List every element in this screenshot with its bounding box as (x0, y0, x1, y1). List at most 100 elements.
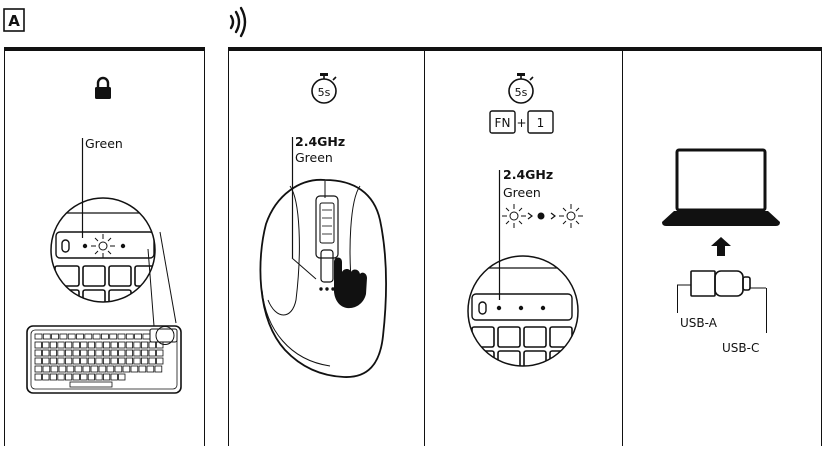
keyboard-key (95, 341, 103, 349)
panel3-timer-label: 5s (515, 86, 528, 99)
keyboard-key (101, 333, 109, 340)
section-label: A (8, 12, 20, 30)
panel2-led-pointer (291, 257, 317, 280)
keyboard-key (72, 373, 80, 381)
keyboard-key (34, 349, 42, 357)
keyboard-key (134, 333, 143, 340)
keyboard-key (87, 373, 95, 381)
keyboard-zoom-circle (50, 197, 156, 303)
pressing-finger-icon (334, 257, 367, 309)
keyboard-key (146, 365, 155, 373)
keyboard-key (130, 365, 139, 373)
keyboard-spacebar (69, 381, 113, 388)
keyboard-key (148, 349, 156, 357)
keyboard-key (103, 373, 111, 381)
keyboard-key (72, 341, 80, 349)
keyboard-key (125, 349, 133, 357)
keyboard-key (57, 341, 65, 349)
section-label-box: A (3, 8, 25, 32)
keyboard-key (72, 357, 80, 365)
mouse-illustration (259, 179, 387, 378)
keyboard-key (65, 373, 73, 381)
keyboard-key (74, 365, 83, 373)
keyboard-key (103, 357, 111, 365)
keyboard-key (154, 365, 163, 373)
keyboard-key (118, 349, 126, 357)
keyboard-key (72, 349, 80, 357)
keyboard-key (118, 357, 126, 365)
keyboard-key (95, 357, 103, 365)
panel3-led-title: 2.4GHz (503, 167, 553, 182)
keyboard-key (34, 365, 43, 373)
usb-a-label: USB-A (680, 316, 718, 330)
keyboard-key (49, 357, 58, 365)
keyboard-key (140, 357, 149, 365)
keyboard-key (118, 373, 126, 381)
keyboard-key (125, 333, 134, 340)
keyboard-key (42, 373, 50, 381)
keyboard-key (110, 341, 118, 349)
keyboard-key (42, 365, 51, 373)
magnifier-line-right (159, 231, 177, 324)
keyboard-key (34, 373, 42, 381)
keyboard-key (34, 333, 43, 340)
one-key-icon (527, 110, 554, 134)
keyboard-key (95, 349, 103, 357)
keyboard-key (133, 341, 141, 349)
led-flash-icon-2 (559, 204, 583, 228)
keyboard-key (103, 341, 111, 349)
keyboard-key (140, 341, 149, 349)
keyboard-key (84, 333, 93, 340)
led-flash-icon-1 (502, 204, 526, 228)
keyboard-key (95, 373, 103, 381)
keyboard-key (80, 349, 88, 357)
keyboard-key (42, 349, 50, 357)
keyboard-key (148, 357, 156, 365)
panel2-led-color: Green (295, 150, 333, 165)
keyboard-key (58, 365, 67, 373)
keyboard-key (90, 365, 99, 373)
keyboard-key (125, 357, 133, 365)
keyboard-key (34, 341, 42, 349)
keyboard-key (142, 333, 151, 340)
keyboard-key (51, 333, 59, 340)
keyboard-key (57, 357, 65, 365)
keyboard-key (66, 365, 75, 373)
keyboard-key (106, 365, 115, 373)
keyboard-key (42, 341, 50, 349)
key-combination: FN + 1 (489, 110, 554, 134)
led-blinking-icon (91, 234, 115, 258)
laptop-icon (662, 148, 780, 226)
keyboard-key (65, 341, 73, 349)
led-blink-sequence-icon (502, 204, 583, 228)
keyboard-key (133, 357, 141, 365)
keyboard-key (87, 341, 95, 349)
keyboard-key (110, 349, 118, 357)
keyboard-key (114, 365, 123, 373)
panel2-timer-label: 5s (318, 86, 331, 99)
arrow-up-icon (711, 237, 731, 256)
keyboard-key (65, 357, 73, 365)
keyboard-key (87, 349, 95, 357)
keyboard-key (133, 349, 141, 357)
keyboard-key (87, 357, 95, 365)
keyboard-key (80, 357, 88, 365)
keyboard-key (80, 373, 88, 381)
keyboard-key (117, 333, 126, 340)
keyboard-key (122, 365, 131, 373)
panel1-led-label: Green (85, 136, 123, 151)
keyboard-key (34, 357, 42, 365)
keyboard-key (67, 333, 76, 340)
stopwatch-icon: 5s (311, 73, 337, 104)
keyboard-key (118, 341, 126, 349)
keyboard-key (98, 365, 107, 373)
keyboard-key (57, 349, 65, 357)
panel2-led-title: 2.4GHz (295, 134, 345, 149)
panel-group-top-rule (228, 47, 822, 51)
panel1-top-rule (4, 47, 205, 51)
padlock-icon (95, 76, 111, 99)
keyboard-illustration (26, 325, 182, 394)
magnifier-line-left (147, 248, 155, 327)
keyboard-key (156, 357, 164, 365)
